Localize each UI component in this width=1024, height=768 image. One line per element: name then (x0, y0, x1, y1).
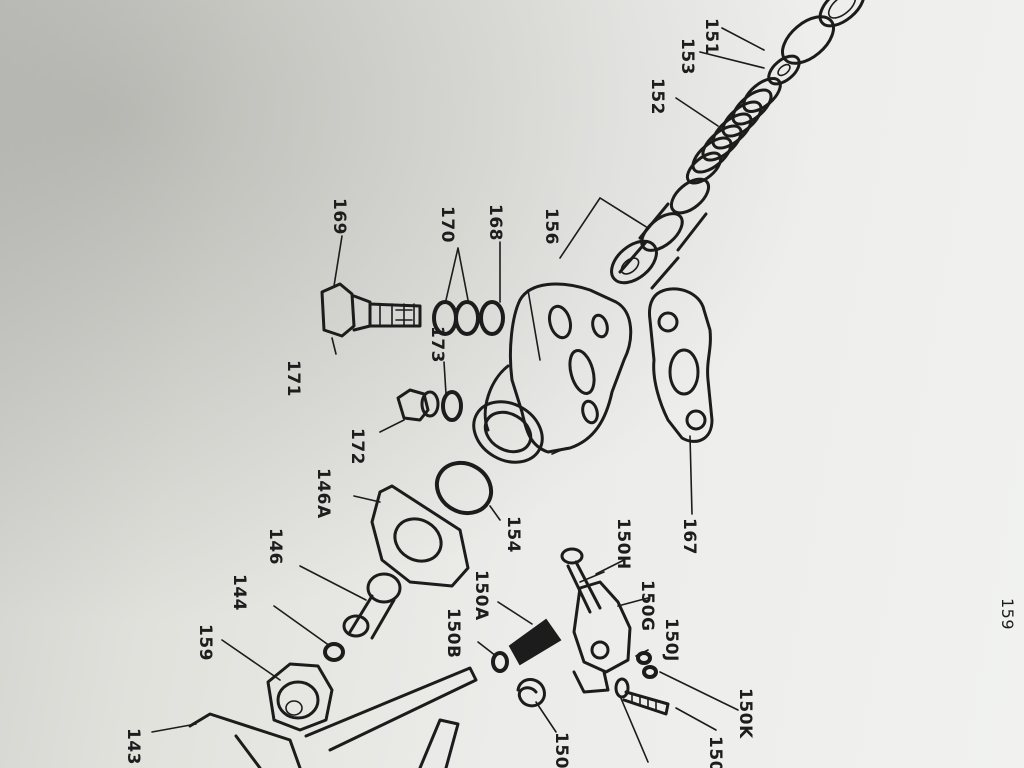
part-154-ring (434, 460, 494, 516)
leader-lines (151, 27, 765, 763)
part-173-washer (441, 390, 463, 422)
part-144-washer (323, 642, 345, 662)
label-150k: 150K (735, 688, 755, 739)
label-150j: 150J (661, 618, 681, 662)
part-150b-washer (491, 651, 509, 673)
part-172-nut (396, 388, 440, 422)
label-150: 150 (551, 732, 571, 768)
part-top-disc (818, 0, 866, 28)
label-150b: 150B (443, 608, 463, 658)
label-172: 172 (347, 428, 367, 465)
part-152-spring (685, 77, 782, 185)
leader-156 (559, 196, 649, 259)
label-156: 156 (541, 208, 561, 245)
part-150g-fork (572, 580, 632, 694)
label-168: 168 (485, 204, 505, 241)
label-144: 144 (229, 574, 249, 611)
part-150a-spring (508, 618, 562, 666)
label-154: 154 (503, 516, 523, 553)
part-146-fitting (342, 572, 402, 640)
label-153: 153 (677, 38, 697, 75)
label-170: 170 (437, 206, 457, 243)
label-143: 143 (123, 728, 143, 765)
label-159: 159 (195, 624, 215, 661)
part-150-coil (516, 678, 546, 708)
part-150j-clip (636, 651, 658, 679)
part-150h-pin (560, 547, 605, 614)
part-valve-housing (472, 282, 633, 464)
part-169-bolt (320, 282, 422, 338)
label-150a: 150A (471, 570, 491, 621)
label-150-lower: 150 (705, 736, 725, 768)
part-167-gasket (648, 287, 714, 443)
part-labels: 151 153 152 156 168 170 169 171 173 172 … (123, 18, 1017, 768)
part-150e-screw (614, 677, 670, 716)
part-153-washer (767, 54, 801, 86)
part-146a-gasket (370, 484, 470, 588)
part-168-oring (479, 300, 505, 336)
label-151: 151 (701, 18, 721, 55)
label-169: 169 (329, 198, 349, 235)
part-170-oring-b (454, 300, 480, 336)
label-146: 146 (265, 528, 285, 565)
label-167: 167 (679, 518, 699, 555)
part-159-nut (266, 662, 334, 732)
label-152: 152 (647, 78, 667, 115)
label-150g: 150G (637, 580, 657, 631)
label-171: 171 (283, 360, 303, 397)
part-156-valve (610, 177, 711, 290)
label-173: 173 (427, 326, 447, 363)
part-lever-linkage (188, 666, 478, 768)
label-150h: 150H (613, 518, 633, 570)
label-146a: 146A (313, 468, 333, 519)
page-number: 159 (998, 598, 1017, 630)
